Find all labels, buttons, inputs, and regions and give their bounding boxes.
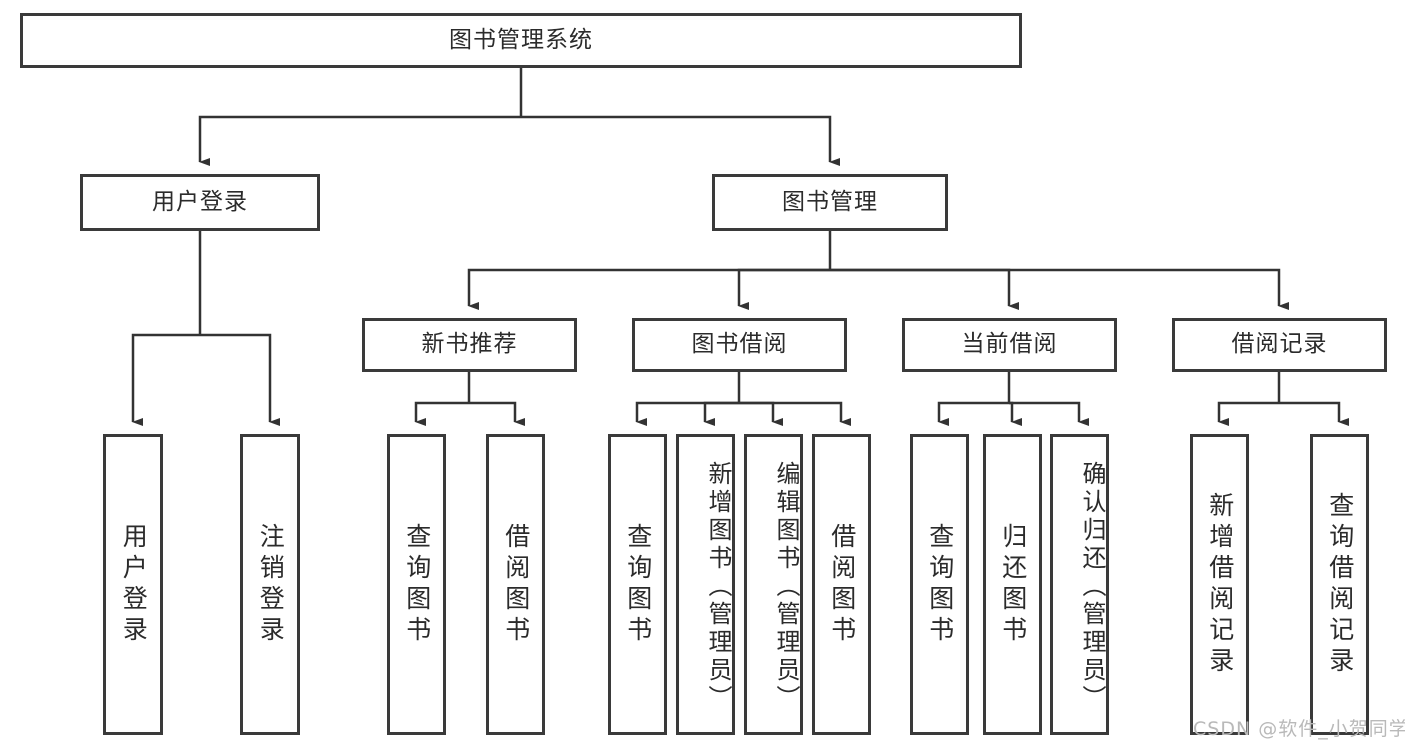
node-leaf-user-login[interactable]: 用户登录 bbox=[103, 434, 163, 735]
node-label: 查询图书 bbox=[623, 522, 653, 647]
edge-book-borrow-to-leaf-add-book bbox=[703, 401, 739, 426]
edge-new-book-recommend-to-leaf-query-book-1 bbox=[414, 401, 469, 426]
edge-user-login-to-leaf-user-login bbox=[131, 333, 200, 426]
node-leaf-query-book-3[interactable]: 查询图书 bbox=[910, 434, 969, 735]
edge-book-manage-to-current-borrow bbox=[830, 268, 1019, 310]
edge-new-book-recommend-to-leaf-borrow-book-1 bbox=[469, 401, 525, 426]
node-label: 借阅图书 bbox=[827, 522, 857, 647]
node-label: 图书管理系统 bbox=[449, 26, 593, 53]
node-current-borrow[interactable]: 当前借阅 bbox=[902, 318, 1117, 372]
node-label: 图书借阅 bbox=[691, 331, 788, 358]
node-borrow-record[interactable]: 借阅记录 bbox=[1172, 318, 1387, 372]
node-label: 注销登录 bbox=[256, 522, 286, 647]
csdn-watermark: CSDN @软件_小贺同学 bbox=[1193, 718, 1405, 740]
node-leaf-borrow-book-1[interactable]: 借阅图书 bbox=[486, 434, 545, 735]
node-leaf-confirm-return[interactable]: 确认归还（管理员） bbox=[1050, 434, 1109, 735]
edge-book-manage-to-borrow-record bbox=[830, 268, 1289, 310]
node-new-book-recommend[interactable]: 新书推荐 bbox=[362, 318, 577, 372]
edge-book-borrow-to-leaf-borrow-book-2 bbox=[739, 401, 851, 426]
edge-root-to-user-login bbox=[198, 115, 521, 166]
edge-borrow-record-to-leaf-query-record bbox=[1279, 401, 1349, 426]
node-label: 查询借阅记录 bbox=[1325, 491, 1355, 678]
node-label: 编辑图书（管理员） bbox=[772, 460, 800, 713]
node-book-borrow[interactable]: 图书借阅 bbox=[632, 318, 847, 372]
node-leaf-borrow-book-2[interactable]: 借阅图书 bbox=[812, 434, 871, 735]
edge-book-borrow-to-leaf-edit-book bbox=[739, 401, 783, 426]
edge-current-borrow-to-leaf-return-book bbox=[1009, 401, 1022, 426]
node-label: 图书管理 bbox=[782, 188, 878, 215]
node-leaf-query-book-1[interactable]: 查询图书 bbox=[387, 434, 446, 735]
node-leaf-edit-book[interactable]: 编辑图书（管理员） bbox=[744, 434, 803, 735]
node-label: 查询图书 bbox=[402, 522, 432, 647]
node-root[interactable]: 图书管理系统 bbox=[20, 13, 1022, 68]
node-label: 借阅记录 bbox=[1231, 331, 1328, 358]
edge-root-to-book-manage bbox=[521, 115, 840, 166]
node-book-manage[interactable]: 图书管理 bbox=[712, 174, 948, 231]
node-label: 新增图书（管理员） bbox=[704, 460, 732, 713]
node-label: 归还图书 bbox=[998, 522, 1028, 647]
node-leaf-return-book[interactable]: 归还图书 bbox=[983, 434, 1042, 735]
edge-current-borrow-to-leaf-confirm-return bbox=[1009, 401, 1089, 426]
node-leaf-add-record[interactable]: 新增借阅记录 bbox=[1190, 434, 1249, 735]
node-label: 确认归还（管理员） bbox=[1078, 460, 1106, 713]
edge-book-manage-to-new-book-recommend bbox=[467, 268, 830, 310]
node-leaf-query-book-2[interactable]: 查询图书 bbox=[608, 434, 667, 735]
node-label: 新书推荐 bbox=[421, 331, 518, 358]
node-leaf-add-book[interactable]: 新增图书（管理员） bbox=[676, 434, 735, 735]
node-user-login[interactable]: 用户登录 bbox=[80, 174, 320, 231]
node-label: 用户登录 bbox=[152, 188, 248, 215]
node-label: 当前借阅 bbox=[961, 331, 1058, 358]
node-label: 借阅图书 bbox=[501, 522, 531, 647]
edge-borrow-record-to-leaf-add-record bbox=[1217, 401, 1279, 426]
node-leaf-logout[interactable]: 注销登录 bbox=[240, 434, 300, 735]
edge-book-manage-to-book-borrow bbox=[737, 268, 830, 310]
node-label: 用户登录 bbox=[119, 522, 149, 647]
node-label: 查询图书 bbox=[925, 522, 955, 647]
node-leaf-query-record[interactable]: 查询借阅记录 bbox=[1310, 434, 1369, 735]
edge-book-borrow-to-leaf-query-book-2 bbox=[635, 401, 739, 426]
node-label: 新增借阅记录 bbox=[1205, 491, 1235, 678]
edge-current-borrow-to-leaf-query-book-3 bbox=[937, 401, 1009, 426]
edge-user-login-to-leaf-logout bbox=[200, 333, 280, 426]
